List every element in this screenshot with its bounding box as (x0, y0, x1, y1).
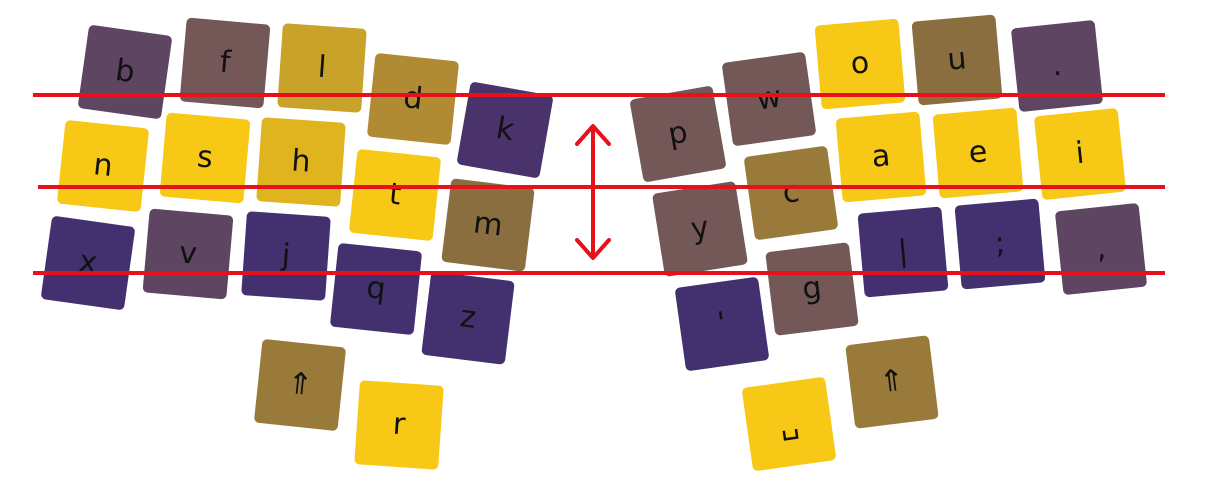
key-label: k (493, 110, 517, 149)
key-k[interactable]: k (456, 81, 554, 179)
key-c[interactable]: c (743, 145, 839, 241)
key-label: f (218, 44, 232, 81)
key-period[interactable]: . (1010, 19, 1104, 113)
key-y[interactable]: y (651, 180, 749, 278)
key-label: , (1094, 230, 1108, 267)
key-shift-left[interactable]: ⇑ (253, 338, 347, 432)
key-label: s (195, 139, 215, 176)
key-label: r (391, 406, 407, 443)
key-label: g (800, 269, 824, 308)
key-label: ␣ (777, 404, 801, 443)
key-space[interactable]: ␣ (741, 376, 837, 472)
key-label: ⇑ (285, 365, 315, 404)
key-t[interactable]: t (348, 148, 442, 242)
key-m[interactable]: m (441, 178, 535, 272)
key-h[interactable]: h (256, 117, 346, 207)
key-e[interactable]: e (932, 107, 1024, 199)
key-label: . (1050, 47, 1064, 84)
key-label: c (780, 174, 802, 211)
key-label: m (471, 205, 505, 244)
key-a[interactable]: a (835, 111, 927, 203)
key-z[interactable]: z (421, 271, 515, 365)
key-q[interactable]: q (329, 242, 423, 336)
key-label: d (401, 80, 425, 117)
key-label: q (364, 270, 388, 307)
key-s[interactable]: s (159, 112, 251, 204)
key-label: e (967, 134, 989, 171)
key-f[interactable]: f (179, 17, 271, 109)
key-g[interactable]: g (765, 242, 859, 336)
key-l[interactable]: l (277, 23, 367, 113)
key-label: l (316, 49, 328, 86)
key-pipe[interactable]: | (857, 206, 949, 298)
key-label: o (849, 45, 871, 82)
key-label: h (290, 143, 312, 180)
key-label: ' (715, 305, 729, 342)
key-label: w (754, 79, 784, 118)
key-label: i (1073, 135, 1086, 172)
key-v[interactable]: v (142, 208, 234, 300)
key-p[interactable]: p (629, 85, 727, 183)
key-semicolon[interactable]: ; (954, 198, 1046, 290)
key-x[interactable]: x (40, 215, 136, 311)
key-j[interactable]: j (241, 211, 331, 301)
key-label: b (113, 52, 137, 91)
key-i[interactable]: i (1033, 107, 1127, 201)
key-b[interactable]: b (77, 24, 173, 120)
key-label: x (76, 243, 100, 282)
key-shift-right[interactable]: ⇑ (845, 335, 939, 429)
key-label: a (870, 138, 892, 175)
key-label: p (665, 114, 691, 153)
key-n[interactable]: n (56, 119, 150, 213)
key-label: u (945, 41, 968, 78)
key-label: | (896, 233, 910, 270)
key-w[interactable]: w (721, 51, 817, 147)
key-label: y (688, 209, 712, 248)
key-o[interactable]: o (814, 18, 906, 110)
key-label: ⇑ (877, 362, 907, 401)
key-label: v (177, 235, 199, 272)
key-label: t (387, 176, 403, 213)
key-u[interactable]: u (911, 14, 1003, 106)
key-d[interactable]: d (366, 52, 460, 146)
key-apostrophe[interactable]: ' (674, 276, 770, 372)
key-label: j (280, 237, 292, 274)
key-label: z (458, 299, 479, 336)
key-r[interactable]: r (354, 380, 444, 470)
key-label: n (91, 147, 115, 184)
key-label: ; (993, 225, 1007, 262)
key-comma[interactable]: , (1054, 202, 1148, 296)
